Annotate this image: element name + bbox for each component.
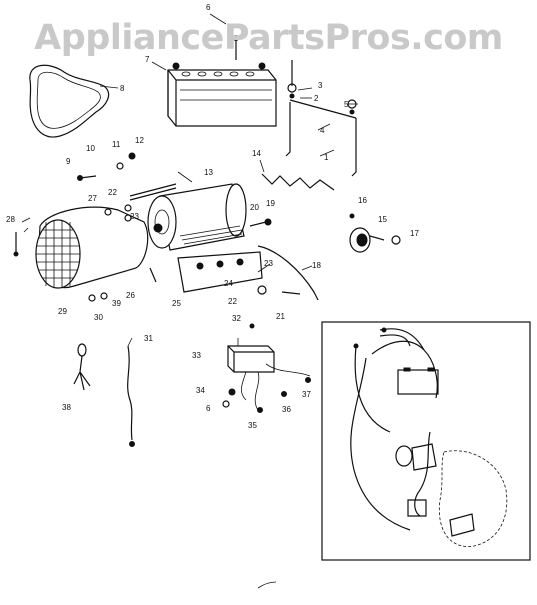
callout-6b: 6 [206, 404, 211, 413]
callout-21: 21 [276, 312, 285, 321]
callout-15: 15 [378, 215, 387, 224]
callout-8: 8 [120, 84, 125, 93]
belt [29, 64, 110, 138]
wire-31 [127, 345, 133, 441]
watermark: AppliancePartsPros.com [34, 18, 503, 58]
callout-11: 11 [112, 140, 121, 149]
callout-22b: 22 [228, 297, 237, 306]
callout-18: 18 [312, 261, 321, 270]
callout-14: 14 [252, 149, 261, 158]
cable [261, 173, 335, 191]
voltage-regulator [227, 345, 311, 411]
callout-25: 25 [172, 299, 181, 308]
mounting-bracket [177, 251, 263, 293]
starter-switch [349, 227, 401, 253]
callout-26: 26 [126, 291, 135, 300]
scan-mark [257, 581, 277, 589]
callout-23b: 23 [264, 259, 273, 268]
callout-24: 24 [224, 279, 233, 288]
callout-22a: 22 [108, 188, 117, 197]
wiring-schematic [321, 321, 531, 561]
callout-30: 30 [94, 313, 103, 322]
callout-2: 2 [314, 94, 319, 103]
callout-6a: 6 [206, 3, 211, 12]
callout-12: 12 [135, 136, 144, 145]
battery [167, 62, 277, 127]
adjusting-strap [257, 245, 319, 301]
callout-36: 36 [282, 405, 291, 414]
callout-37: 37 [302, 390, 311, 399]
callout-labels: 1 2 3 4 5 6 6 7 8 9 10 11 12 13 14 15 16… [6, 3, 419, 430]
callout-28: 28 [6, 215, 15, 224]
callout-7: 7 [145, 55, 150, 64]
callout-29: 29 [58, 307, 67, 316]
callout-32: 32 [232, 314, 241, 323]
battery-hold-down [233, 35, 357, 177]
callout-34: 34 [196, 386, 205, 395]
callout-5: 5 [344, 100, 349, 109]
callout-38: 38 [62, 403, 71, 412]
callout-3: 3 [318, 81, 323, 90]
leader-lines [21, 13, 358, 347]
callout-13: 13 [204, 168, 213, 177]
callout-23a: 23 [130, 212, 139, 221]
callout-19: 19 [266, 199, 275, 208]
callout-33: 33 [192, 351, 201, 360]
callout-1: 1 [324, 153, 329, 162]
callout-20: 20 [250, 203, 259, 212]
callout-4: 4 [320, 126, 325, 135]
callout-39: 39 [112, 299, 121, 308]
callout-9: 9 [66, 157, 71, 166]
belt-guard [35, 206, 149, 289]
wiring-harness-38 [73, 343, 91, 391]
fasteners [13, 152, 355, 413]
callout-35: 35 [248, 421, 257, 430]
callout-10: 10 [86, 144, 95, 153]
callout-27: 27 [88, 194, 97, 203]
callout-17: 17 [410, 229, 419, 238]
generator [129, 183, 247, 251]
callout-31: 31 [144, 334, 153, 343]
callout-16: 16 [358, 196, 367, 205]
